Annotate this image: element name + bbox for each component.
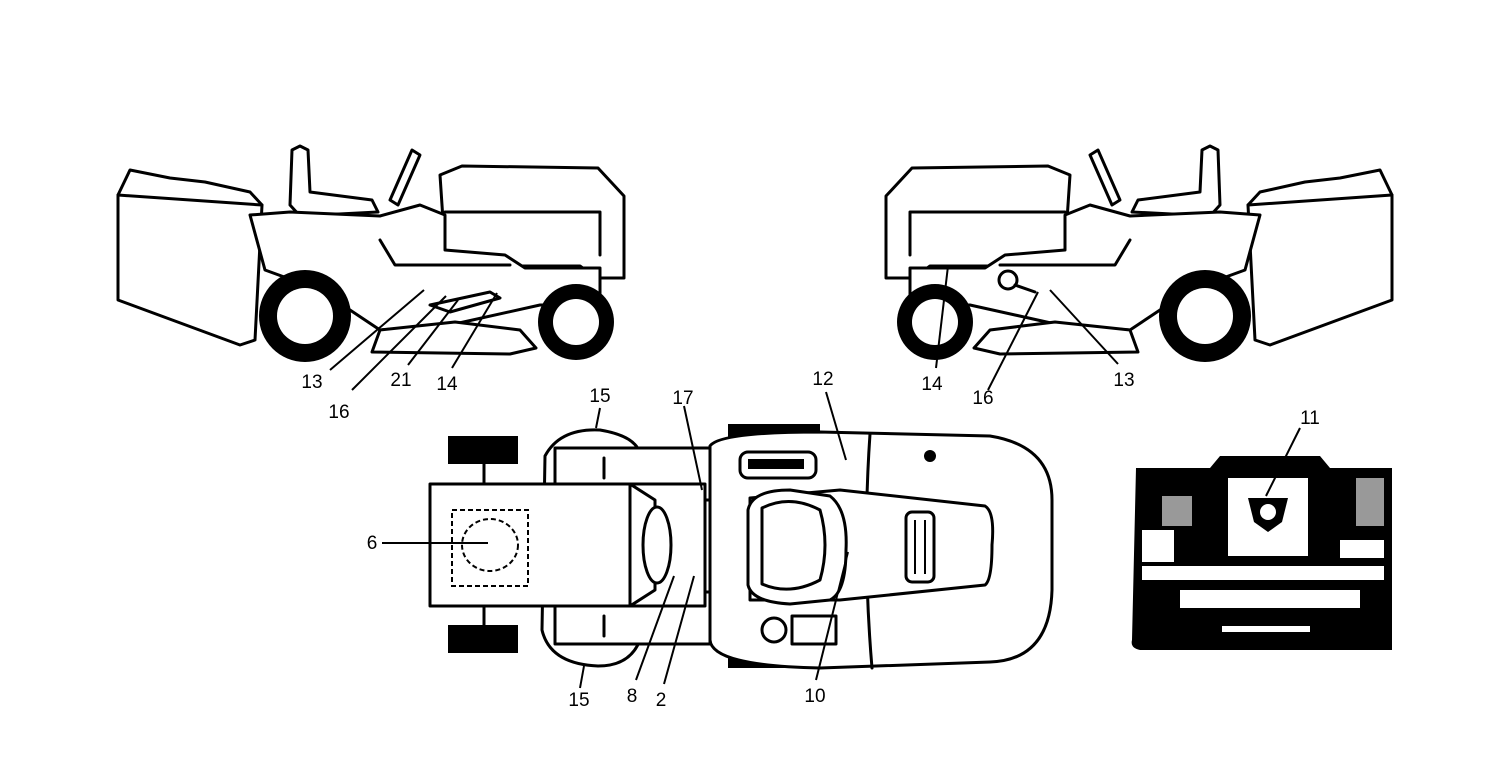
callout-label: 6 <box>367 533 378 554</box>
callout-label: 13 <box>1113 370 1134 391</box>
callout-label: 17 <box>672 388 693 409</box>
callout-labels: 13 16 21 14 14 16 13 15 17 12 6 15 8 2 1… <box>301 369 1319 711</box>
callout-label: 21 <box>390 370 411 391</box>
leader-lines <box>329 265 1301 689</box>
callout-label: 13 <box>301 372 322 393</box>
callout-label: 14 <box>436 374 458 395</box>
callout-label: 15 <box>568 690 589 711</box>
tractor-top-view <box>428 424 1054 670</box>
tractor-left-side-view <box>116 144 626 362</box>
callout-label: 10 <box>804 686 825 707</box>
callout-label: 16 <box>328 402 349 423</box>
control-panel <box>1131 456 1392 650</box>
callout-label: 14 <box>921 374 943 395</box>
callout-label: 2 <box>656 690 667 711</box>
tractor-right-side-view <box>884 144 1394 362</box>
callout-label: 11 <box>1300 408 1320 429</box>
callout-label: 15 <box>589 386 610 407</box>
callout-label: 8 <box>627 686 638 707</box>
callout-label: 16 <box>972 388 993 409</box>
callout-label: 12 <box>812 369 833 390</box>
